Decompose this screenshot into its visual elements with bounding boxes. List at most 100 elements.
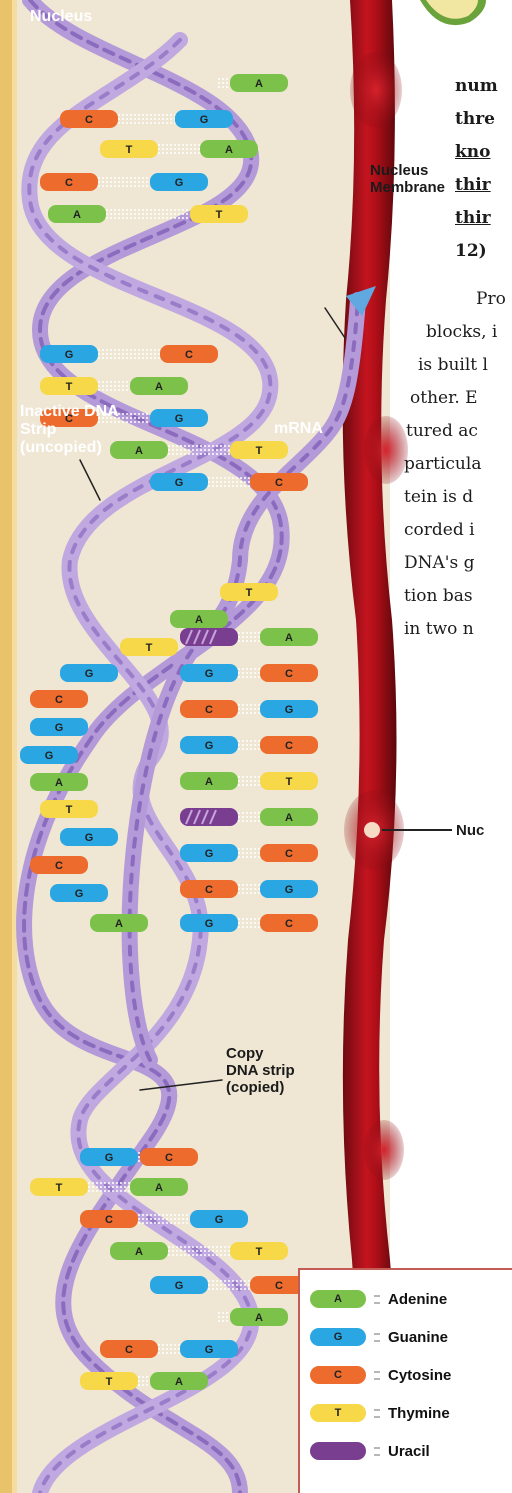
copy-pair-right-6: C bbox=[260, 844, 318, 862]
copy-pair-left-0 bbox=[180, 628, 238, 646]
bottom-pair-left-1: T bbox=[30, 1178, 88, 1196]
bottom-pair-left-6: C bbox=[100, 1340, 158, 1358]
svg-text:G: G bbox=[200, 114, 209, 126]
copy-pair-right-2: G bbox=[260, 700, 318, 718]
svg-text:C: C bbox=[205, 704, 213, 716]
top-pair-right-1: G bbox=[175, 110, 233, 128]
svg-text:A: A bbox=[155, 1182, 163, 1194]
legend-swatch-cytosine: C bbox=[310, 1366, 366, 1384]
svg-text:G: G bbox=[175, 1280, 184, 1292]
top-pair-left-8: A bbox=[110, 441, 168, 459]
svg-text:A: A bbox=[285, 632, 293, 644]
legend-swatch-adenine: A bbox=[310, 1290, 366, 1308]
svg-text:G: G bbox=[205, 848, 214, 860]
svg-text:G: G bbox=[285, 884, 294, 896]
nuclear-pore bbox=[364, 822, 380, 838]
svg-text:C: C bbox=[65, 177, 73, 189]
top-pair-left-6: T bbox=[40, 377, 98, 395]
svg-text:G: G bbox=[205, 740, 214, 752]
copy-dna-label-2: DNA strip bbox=[226, 1062, 295, 1079]
svg-text:A: A bbox=[195, 614, 203, 626]
body-line-5: thir bbox=[455, 202, 491, 235]
svg-text:T: T bbox=[256, 1246, 263, 1258]
inactive-base-7: A bbox=[30, 773, 88, 791]
svg-text:G: G bbox=[205, 918, 214, 930]
nucleus-label: Nucleus bbox=[30, 8, 92, 25]
bottom-pair-right-6: G bbox=[180, 1340, 238, 1358]
top-pair-right-4: T bbox=[190, 205, 248, 223]
body-line-1: num bbox=[455, 70, 498, 103]
para-line-4: other. E bbox=[410, 382, 478, 415]
inactive-base-1: A bbox=[170, 610, 228, 628]
svg-text:C: C bbox=[105, 1214, 113, 1226]
mrna-label: mRNA bbox=[274, 420, 323, 437]
copy-pair-left-8: G bbox=[180, 914, 238, 932]
svg-text:T: T bbox=[66, 381, 73, 393]
svg-text:C: C bbox=[285, 668, 293, 680]
svg-text:G: G bbox=[175, 177, 184, 189]
inactive-base-0: T bbox=[220, 583, 278, 601]
svg-text:G: G bbox=[85, 668, 94, 680]
svg-text:A: A bbox=[55, 777, 63, 789]
equals-sign-icon bbox=[374, 1447, 380, 1456]
svg-text:A: A bbox=[175, 1376, 183, 1388]
inactive-base-10: C bbox=[30, 856, 88, 874]
svg-text:A: A bbox=[255, 1312, 263, 1324]
inactive-base-3: G bbox=[60, 664, 118, 682]
svg-text:C: C bbox=[275, 477, 283, 489]
equals-sign-icon bbox=[374, 1333, 380, 1342]
bottom-pair-left-4: G bbox=[150, 1276, 208, 1294]
bottom-pair-left-0: G bbox=[80, 1148, 138, 1166]
inactive-base-2: T bbox=[120, 638, 178, 656]
inactive-base-8: T bbox=[40, 800, 98, 818]
svg-text:C: C bbox=[285, 740, 293, 752]
bottom-pair-left-7: T bbox=[80, 1372, 138, 1390]
svg-text:T: T bbox=[126, 144, 133, 156]
top-pair-right-2: A bbox=[200, 140, 258, 158]
legend: AAdenineGGuanineCCytosineTThymineUracil bbox=[298, 1268, 512, 1493]
svg-text:G: G bbox=[75, 888, 84, 900]
svg-text:A: A bbox=[285, 812, 293, 824]
copy-pair-left-1: G bbox=[180, 664, 238, 682]
top-pair-right-0: A bbox=[230, 74, 288, 92]
copy-pair-right-4: T bbox=[260, 772, 318, 790]
bottom-pair-right-5: A bbox=[230, 1308, 288, 1326]
para-line-11: in two n bbox=[404, 613, 474, 646]
copy-pair-left-5 bbox=[180, 808, 238, 826]
svg-text:G: G bbox=[175, 477, 184, 489]
bottom-pair-right-7: A bbox=[150, 1372, 208, 1390]
top-pair-right-5: C bbox=[160, 345, 218, 363]
svg-text:T: T bbox=[146, 642, 153, 654]
top-pair-left-2: T bbox=[100, 140, 158, 158]
copy-dna-label-3: (copied) bbox=[226, 1079, 284, 1096]
legend-item-adenine: AAdenine bbox=[310, 1286, 447, 1312]
svg-text:G: G bbox=[55, 722, 64, 734]
svg-text:T: T bbox=[56, 1182, 63, 1194]
equals-sign-icon bbox=[374, 1371, 380, 1380]
top-pair-right-6: A bbox=[130, 377, 188, 395]
svg-text:G: G bbox=[105, 1152, 114, 1164]
svg-text:A: A bbox=[135, 445, 143, 457]
bottom-pair-right-2: G bbox=[190, 1210, 248, 1228]
copy-dna-label-1: Copy bbox=[226, 1045, 264, 1062]
svg-text:T: T bbox=[216, 209, 223, 221]
inactive-dna-label-1: Inactive DNA bbox=[20, 403, 119, 420]
inactive-base-12: A bbox=[90, 914, 148, 932]
body-line-6: 12) bbox=[455, 235, 487, 268]
svg-text:C: C bbox=[285, 918, 293, 930]
copy-pair-left-7: C bbox=[180, 880, 238, 898]
svg-text:A: A bbox=[225, 144, 233, 156]
inactive-dna-label-3: (uncopied) bbox=[20, 439, 102, 456]
svg-text:A: A bbox=[205, 776, 213, 788]
top-pair-left-4: A bbox=[48, 205, 106, 223]
para-line-6: particula bbox=[404, 448, 481, 481]
svg-text:C: C bbox=[125, 1344, 133, 1356]
top-pair-right-9: C bbox=[250, 473, 308, 491]
svg-text:G: G bbox=[215, 1214, 224, 1226]
equals-sign-icon bbox=[374, 1409, 380, 1418]
equals-sign-icon bbox=[374, 1295, 380, 1304]
svg-text:C: C bbox=[55, 860, 63, 872]
legend-label: Thymine bbox=[388, 1405, 450, 1422]
body-line-3: kno bbox=[455, 136, 490, 169]
top-pair-right-8: T bbox=[230, 441, 288, 459]
